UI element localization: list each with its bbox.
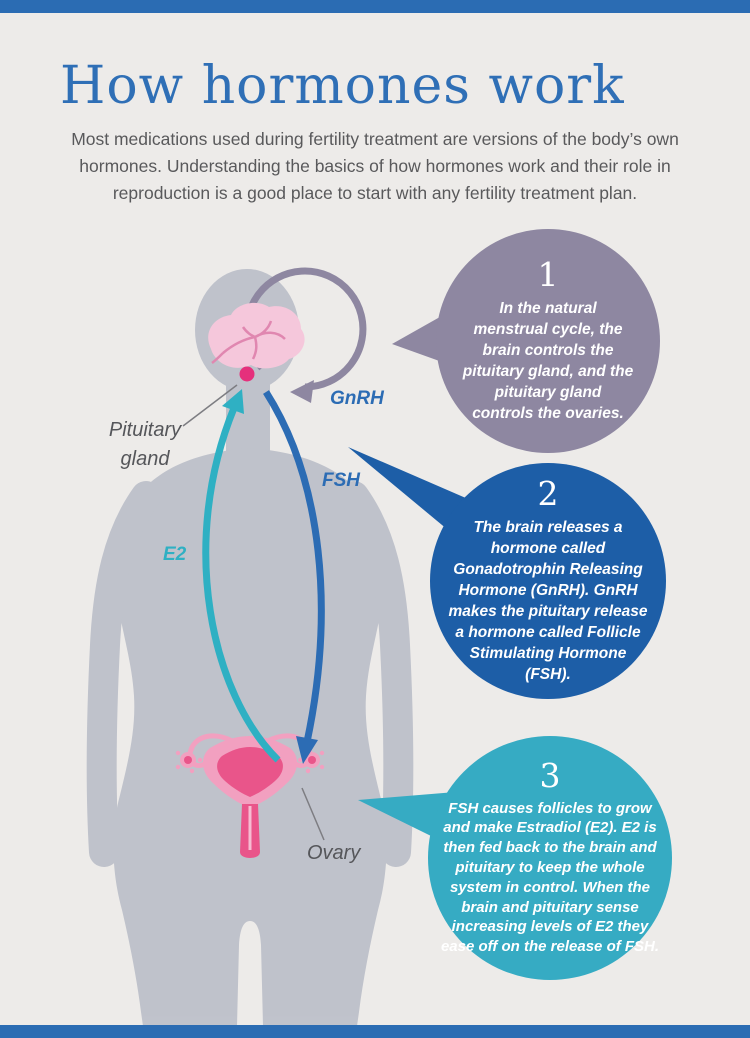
pituitary-dot	[239, 366, 255, 382]
brain-icon	[208, 302, 305, 369]
page-title: How hormones work	[60, 56, 625, 116]
step-1-text: In the natural menstrual cycle, the brai…	[462, 299, 634, 422]
female-silhouette	[86, 269, 414, 1026]
fsh-arrow	[263, 390, 325, 764]
step-3-number: 3	[539, 755, 561, 795]
e2-arrow	[202, 389, 281, 763]
e2-label: E2	[163, 544, 187, 565]
bottom-border-bar	[0, 1025, 750, 1038]
ovary-label: Ovary	[307, 842, 361, 864]
step-1-number: 1	[537, 254, 559, 294]
step-3-text: FSH causes follicles to grow and make Es…	[440, 799, 660, 956]
step-2-text: The brain releases a hormone called Gona…	[448, 518, 648, 684]
step-3-bubble: 3 FSH causes follicles to grow and make …	[428, 736, 672, 980]
top-border-bar	[0, 0, 750, 13]
gnrh-label: GnRH	[330, 388, 384, 409]
step-2-number: 2	[537, 473, 559, 513]
left-ovary-icon	[175, 746, 203, 774]
pituitary-leader-line	[182, 384, 238, 427]
step-2-bubble: 2 The brain releases a hormone called Go…	[430, 463, 666, 699]
step-1-bubble: 1 In the natural menstrual cycle, the br…	[436, 229, 660, 453]
ovary-leader-line	[301, 787, 325, 841]
fsh-label: FSH	[322, 470, 360, 491]
pituitary-gland-label: Pituitary gland	[108, 419, 182, 470]
intro-paragraph: Most medications used during fertility t…	[71, 129, 679, 204]
